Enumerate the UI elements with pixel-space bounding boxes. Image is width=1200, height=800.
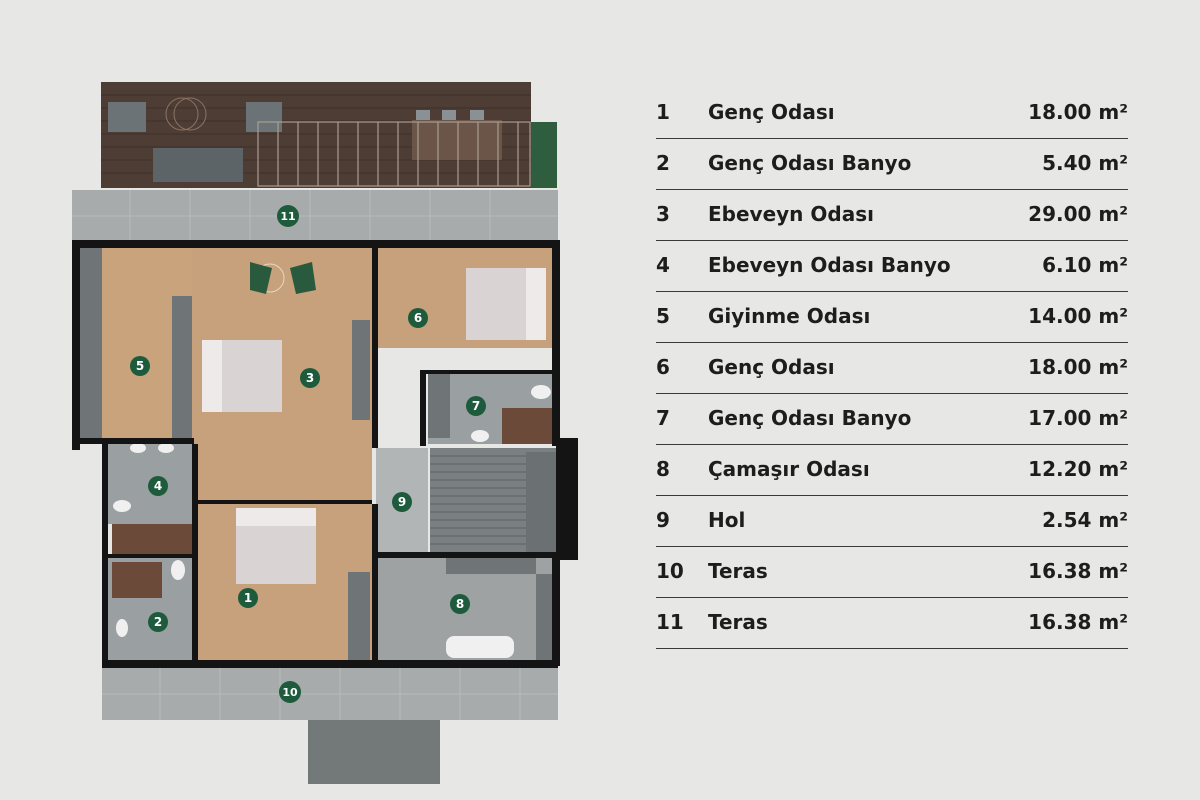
- room-1-cabinet: [348, 572, 370, 660]
- badge-7: 7: [466, 396, 486, 416]
- legend-row: 11 Teras 16.38 m²: [656, 598, 1128, 649]
- room-area: 17.00 m²: [1028, 406, 1128, 430]
- deck-furniture: [108, 97, 502, 182]
- legend-row: 1 Genç Odası 18.00 m²: [656, 88, 1128, 139]
- room-area: 6.10 m²: [1042, 253, 1128, 277]
- room-area: 18.00 m²: [1028, 100, 1128, 124]
- room-name: Giyinme Odası: [708, 304, 871, 328]
- svg-text:9: 9: [398, 495, 406, 509]
- badge-8: 8: [450, 594, 470, 614]
- svg-text:3: 3: [306, 371, 314, 385]
- room-name: Genç Odası: [708, 100, 835, 124]
- room-area: 16.38 m²: [1028, 610, 1128, 634]
- legend-row: 6 Genç Odası 18.00 m²: [656, 343, 1128, 394]
- room-number: 6: [656, 355, 670, 379]
- svg-text:7: 7: [472, 399, 480, 413]
- armchair: [250, 262, 272, 294]
- room-name: Ebeveyn Odası Banyo: [708, 253, 951, 277]
- svg-text:6: 6: [414, 311, 422, 325]
- badge-5: 5: [130, 356, 150, 376]
- terrace-11-tiles: [72, 190, 558, 242]
- badge-3: 3: [300, 368, 320, 388]
- legend-row: 7 Genç Odası Banyo 17.00 m²: [656, 394, 1128, 445]
- room-number: 9: [656, 508, 670, 532]
- legend-row: 2 Genç Odası Banyo 5.40 m²: [656, 139, 1128, 190]
- svg-text:11: 11: [280, 210, 295, 223]
- room-number: 4: [656, 253, 670, 277]
- svg-text:1: 1: [244, 591, 252, 605]
- room-name: Genç Odası: [708, 355, 835, 379]
- room-4-vanity: [112, 524, 194, 554]
- svg-text:5: 5: [136, 359, 144, 373]
- svg-text:2: 2: [154, 615, 162, 629]
- room-badges: 1 2 3 4 5 6 7 8 9 10 11: [130, 205, 486, 703]
- stair-steps: [430, 455, 526, 545]
- room-area: 5.40 m²: [1042, 151, 1128, 175]
- room-number: 8: [656, 457, 670, 481]
- badge-11: 11: [277, 205, 299, 227]
- room-area: 2.54 m²: [1042, 508, 1128, 532]
- room-name: Genç Odası Banyo: [708, 406, 912, 430]
- room-area: 12.20 m²: [1028, 457, 1128, 481]
- legend-row: 9 Hol 2.54 m²: [656, 496, 1128, 547]
- legend-row: 3 Ebeveyn Odası 29.00 m²: [656, 190, 1128, 241]
- svg-text:8: 8: [456, 597, 464, 611]
- badge-2: 2: [148, 612, 168, 632]
- room-name: Genç Odası Banyo: [708, 151, 912, 175]
- room-7-vanity: [502, 408, 552, 444]
- room-number: 11: [656, 610, 684, 634]
- badge-4: 4: [148, 476, 168, 496]
- room-number: 5: [656, 304, 670, 328]
- armchair: [290, 262, 316, 294]
- room-name: Ebeveyn Odası: [708, 202, 874, 226]
- entrance-canopy: [308, 720, 440, 784]
- svg-text:10: 10: [282, 686, 298, 699]
- room-2-vanity: [112, 562, 162, 598]
- floor-plan: 1 2 3 4 5 6 7 8 9 10 11: [72, 82, 578, 784]
- badge-9: 9: [392, 492, 412, 512]
- room-number: 10: [656, 559, 684, 583]
- room-name: Çamaşır Odası: [708, 457, 870, 481]
- room-area: 18.00 m²: [1028, 355, 1128, 379]
- room-number: 3: [656, 202, 670, 226]
- legend-row: 10 Teras 16.38 m²: [656, 547, 1128, 598]
- room-number: 7: [656, 406, 670, 430]
- room-name: Teras: [708, 610, 768, 634]
- room-area: 16.38 m²: [1028, 559, 1128, 583]
- badge-6: 6: [408, 308, 428, 328]
- badge-10: 10: [279, 681, 301, 703]
- room-number: 1: [656, 100, 670, 124]
- room-name: Hol: [708, 508, 746, 532]
- bathtub: [446, 636, 514, 658]
- railing: [257, 121, 531, 187]
- room-3-cabinet: [352, 320, 370, 420]
- closet-left: [80, 248, 102, 438]
- legend-row: 8 Çamaşır Odası 12.20 m²: [656, 445, 1128, 496]
- planter: [531, 122, 557, 188]
- walls: [72, 240, 578, 668]
- room-number: 2: [656, 151, 670, 175]
- badge-1: 1: [238, 588, 258, 608]
- legend-row: 4 Ebeveyn Odası Banyo 6.10 m²: [656, 241, 1128, 292]
- svg-text:4: 4: [154, 479, 162, 493]
- room-area: 14.00 m²: [1028, 304, 1128, 328]
- room-name: Teras: [708, 559, 768, 583]
- room-area: 29.00 m²: [1028, 202, 1128, 226]
- legend-row: 5 Giyinme Odası 14.00 m²: [656, 292, 1128, 343]
